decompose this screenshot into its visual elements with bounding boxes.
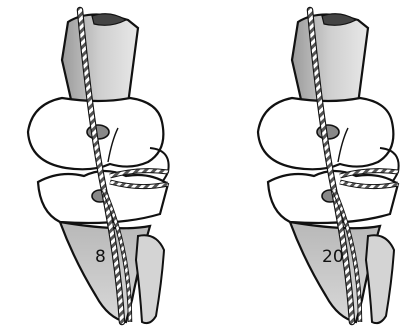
knee-illustration-right [258,10,399,323]
knee-panel-right: 20 [258,10,399,323]
panel-label-right: 20 [322,247,344,267]
knee-illustration-left [28,10,169,323]
panel-label-left: 8 [95,247,106,267]
knee-panel-left: 8 [28,10,169,323]
